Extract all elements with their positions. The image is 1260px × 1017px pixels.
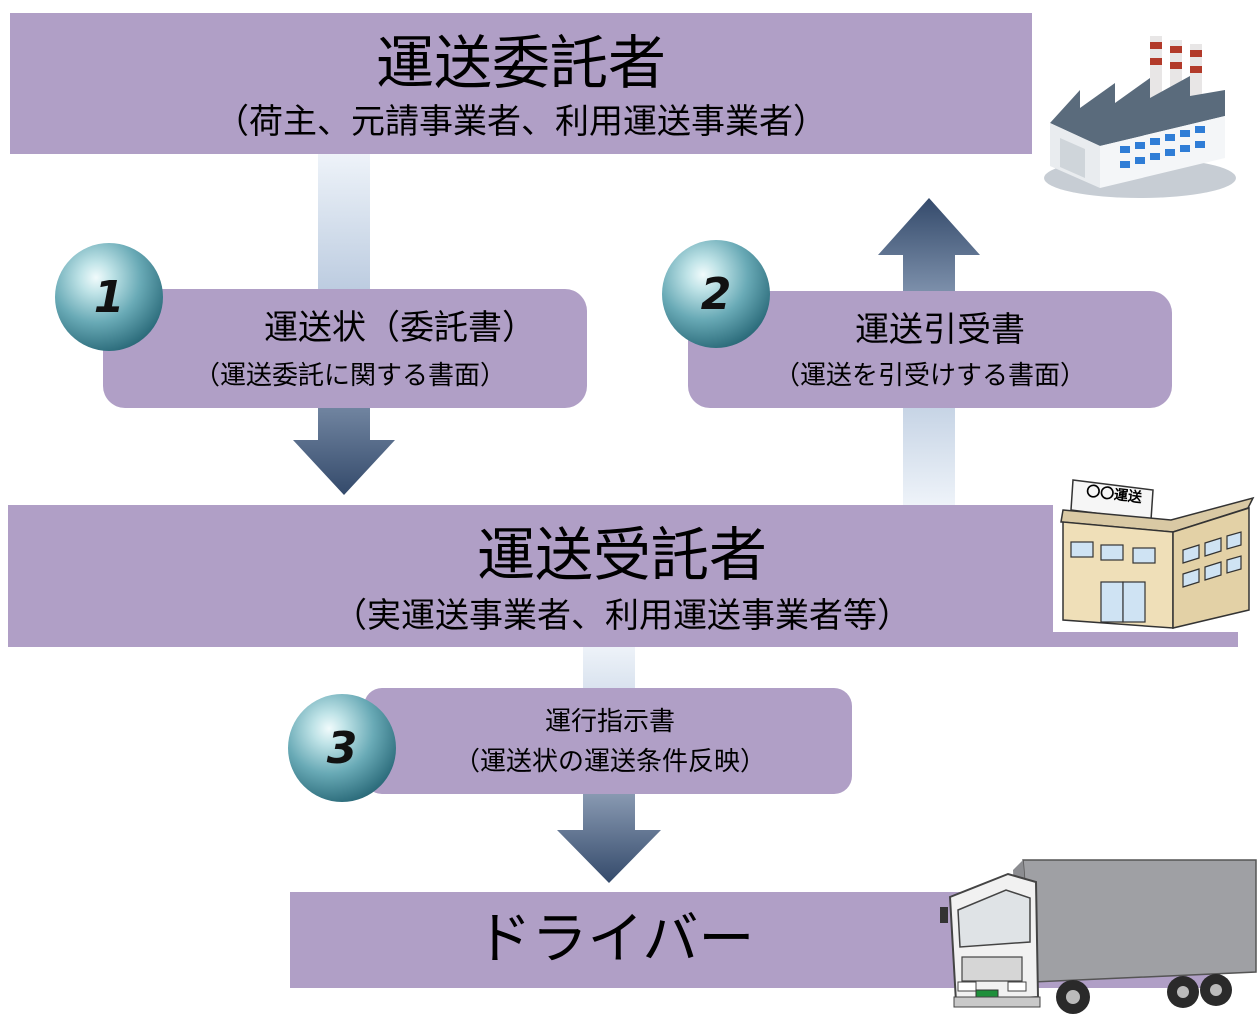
step1-title: 運送状（委託書） <box>264 308 536 348</box>
office-building-wrap: 〇〇運送 <box>1053 470 1260 632</box>
consignee-subtitle: （実運送事業者、利用運送事業者等） <box>333 596 911 636</box>
step3-title: 運行指示書 <box>544 707 675 737</box>
step3-box <box>364 688 852 794</box>
step2-number: 2 <box>700 268 732 320</box>
step1-number-badge: 1 <box>55 243 163 351</box>
step2-title: 運送引受書 <box>855 310 1025 350</box>
truck-icon <box>940 859 1257 1014</box>
consignee-title: 運送受託者 <box>476 521 767 589</box>
step2-box <box>688 291 1172 408</box>
consignor-subtitle: （荷主、元請事業者、利用運送事業者） <box>215 102 827 142</box>
factory-icon <box>1044 36 1236 198</box>
driver-title: ドライバー <box>475 907 755 972</box>
step1-box <box>103 289 587 408</box>
step3-subtitle: （運送状の運送条件反映） <box>453 747 766 777</box>
step3-number-badge: 3 <box>288 694 396 802</box>
step2-subtitle: （運送を引受けする書面） <box>773 361 1086 391</box>
consignor-title: 運送委託者 <box>375 29 666 97</box>
step1-subtitle: （運送委託に関する書面） <box>193 361 506 391</box>
step3-number: 3 <box>326 722 358 774</box>
consignor-box <box>10 13 1032 154</box>
step2-number-badge: 2 <box>662 240 770 348</box>
consignee-box <box>8 505 1238 647</box>
step1-number: 1 <box>93 271 125 323</box>
office-building-icon <box>1060 479 1255 629</box>
